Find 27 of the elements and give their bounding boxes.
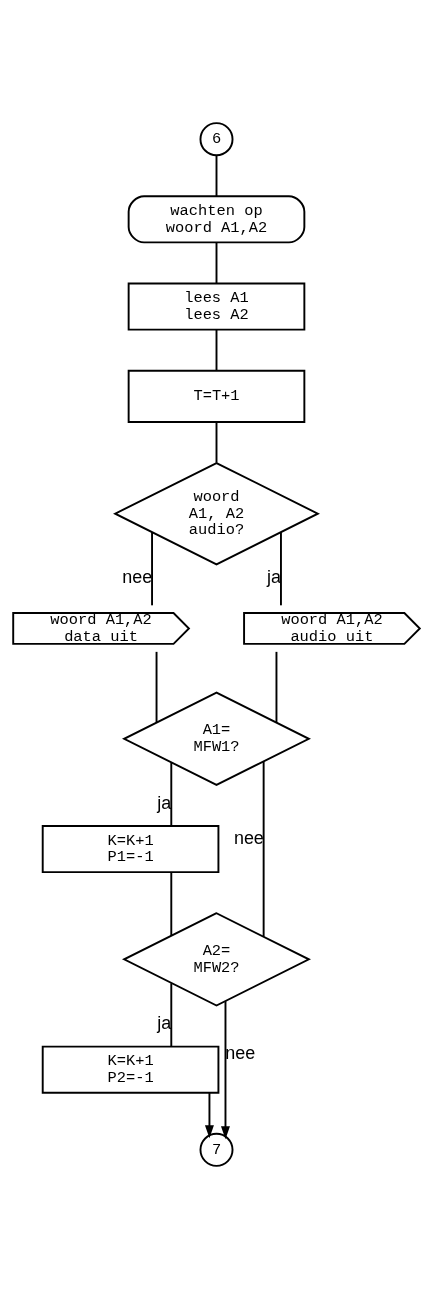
node-circle: 7 [199, 1132, 234, 1167]
edge-label: nee [233, 828, 264, 849]
connector [215, 241, 218, 285]
arrow [204, 1091, 214, 1139]
arrow [221, 1000, 230, 1140]
connector [262, 760, 265, 938]
connector [170, 982, 173, 1048]
connector [215, 421, 218, 464]
connector [155, 650, 158, 724]
edge-label: ja [266, 567, 281, 588]
connector [215, 328, 218, 372]
connector [215, 154, 218, 198]
node-box: wachten op woord A1,A2 [127, 195, 306, 244]
connector [280, 531, 282, 607]
node-circle: 6 [199, 122, 234, 157]
node-box: K=K+1 P1=-1 [41, 825, 220, 874]
connector [275, 650, 278, 724]
connector [170, 761, 173, 827]
connector [170, 871, 173, 937]
edge-label: nee [225, 1043, 256, 1064]
node-diamond: woord A1, A2 audio? [113, 461, 320, 566]
node-box: T=T+1 [127, 369, 306, 423]
connector [151, 531, 153, 607]
node-box: lees A1 lees A2 [127, 282, 306, 331]
node-diamond: A1= MFW1? [122, 691, 311, 786]
node-diamond: A2= MFW2? [122, 912, 311, 1007]
node-box: K=K+1 P2=-1 [41, 1045, 220, 1094]
